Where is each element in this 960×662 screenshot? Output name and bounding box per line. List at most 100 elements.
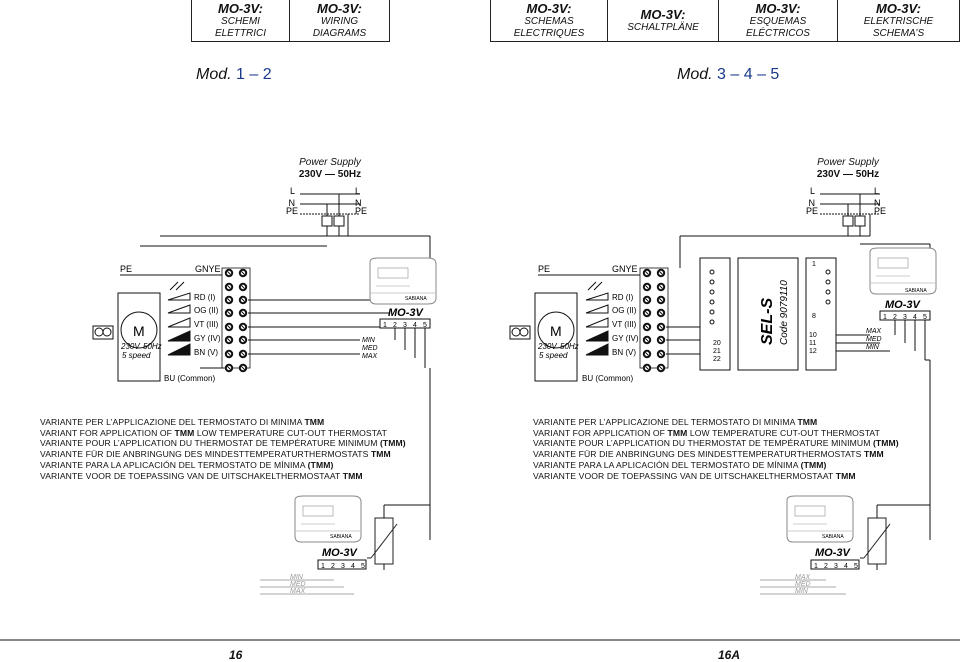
svg-text:MIN: MIN [362, 337, 376, 344]
svg-text:MAX: MAX [795, 574, 811, 581]
svg-text:4: 4 [413, 322, 417, 329]
svg-text:GNYE: GNYE [612, 264, 638, 274]
sels-module: 20 21 22 SEL-S Code 9079110 1 8 10 11 12 [699, 257, 890, 371]
right-variant-unit: SABIANA MO-3V 1 2 3 4 5 MAX MED MIN [760, 495, 930, 595]
svg-text:1: 1 [321, 563, 325, 570]
svg-text:GY (IV): GY (IV) [612, 334, 639, 343]
svg-text:SABIANA: SABIANA [405, 296, 427, 302]
svg-text:L: L [874, 186, 879, 196]
svg-text:PE: PE [286, 206, 298, 216]
svg-text:Code 9079110: Code 9079110 [779, 280, 790, 345]
page-number-left: 16 [229, 648, 243, 662]
left-variant-unit: SABIANA MO-3V 1 2 3 4 5 MIN MED MAX [260, 495, 430, 595]
svg-text:MO-3V: MO-3V [815, 547, 852, 559]
svg-text:5: 5 [361, 563, 365, 570]
svg-text:N: N [874, 198, 881, 208]
svg-text:SABIANA: SABIANA [330, 534, 352, 540]
svg-text:4: 4 [351, 563, 355, 570]
svg-text:1: 1 [812, 261, 816, 268]
svg-text:MAX: MAX [290, 588, 306, 595]
svg-text:MIN: MIN [866, 344, 880, 351]
svg-text:MO-3V: MO-3V [388, 307, 425, 319]
svg-text:GY (IV): GY (IV) [194, 334, 221, 343]
svg-text:3: 3 [903, 314, 907, 321]
svg-text:N: N [355, 198, 362, 208]
svg-text:230V: 230V [120, 342, 140, 351]
svg-text:MIN: MIN [795, 588, 809, 595]
svg-text:8: 8 [812, 313, 816, 320]
svg-text:MAX: MAX [866, 328, 882, 335]
svg-text:2: 2 [393, 322, 397, 329]
svg-text:50Hz: 50Hz [143, 342, 162, 351]
svg-text:10: 10 [809, 332, 817, 339]
svg-text:5: 5 [423, 322, 427, 329]
svg-text:MIN: MIN [290, 574, 304, 581]
svg-text:3: 3 [834, 563, 838, 570]
model-label-right: Mod. 3 – 4 – 5 [677, 66, 780, 83]
svg-text:L: L [810, 186, 815, 196]
svg-text:3: 3 [403, 322, 407, 329]
svg-text:BU (Common): BU (Common) [164, 374, 215, 383]
svg-text:PE: PE [355, 206, 367, 216]
svg-text:MED: MED [795, 581, 811, 588]
svg-text:21: 21 [713, 348, 721, 355]
page-number-right: 16A [718, 648, 741, 662]
svg-text:RD (I): RD (I) [612, 293, 634, 302]
svg-text:RD (I): RD (I) [194, 293, 216, 302]
svg-text:BU (Common): BU (Common) [582, 374, 633, 383]
svg-text:1: 1 [883, 314, 887, 321]
svg-text:12: 12 [809, 348, 817, 355]
svg-text:OG (II): OG (II) [612, 306, 637, 315]
svg-text:50Hz: 50Hz [560, 342, 579, 351]
svg-text:SABIANA: SABIANA [905, 288, 927, 294]
left-motor-wires: RD (I) OG (II) VT (III) GY (IV) BN (V) [167, 281, 221, 357]
svg-text:1: 1 [814, 563, 818, 570]
svg-text:MO-3V: MO-3V [885, 299, 922, 311]
svg-text:PE: PE [806, 206, 818, 216]
svg-text:L: L [355, 186, 360, 196]
left-control-unit: SABIANA MO-3V 1 2 3 4 5 MIN MED MAX [362, 257, 437, 540]
svg-text:20: 20 [713, 340, 721, 347]
svg-text:11: 11 [809, 340, 816, 347]
svg-text:5: 5 [854, 563, 858, 570]
variant-text-left: VARIANTE PER L’APPLICAZIONE DEL TERMOSTA… [40, 417, 406, 481]
svg-text:GNYE: GNYE [195, 264, 221, 274]
svg-text:VT (III): VT (III) [612, 320, 637, 329]
svg-text:4: 4 [844, 563, 848, 570]
svg-text:PE: PE [874, 206, 886, 216]
svg-text:BN (V): BN (V) [612, 348, 636, 357]
right-motor: PE GNYE M 230V 50Hz 5 speed BU (Common) … [509, 264, 648, 383]
svg-text:M: M [133, 323, 145, 339]
svg-text:MED: MED [866, 336, 882, 343]
svg-text:2: 2 [331, 563, 335, 570]
svg-text:MED: MED [290, 581, 306, 588]
model-label-left: Mod. 1 – 2 [196, 66, 272, 83]
svg-text:OG (II): OG (II) [194, 306, 219, 315]
svg-text:VT (III): VT (III) [194, 320, 219, 329]
svg-text:5: 5 [923, 314, 927, 321]
left-terminal-block [200, 267, 400, 373]
svg-text:1: 1 [383, 322, 387, 329]
svg-text:5 speed: 5 speed [539, 351, 568, 360]
svg-text:MED: MED [362, 345, 378, 352]
svg-text:N: N [289, 198, 296, 208]
label-L-left: L [290, 186, 295, 196]
left-motor: PE GNYE M 230V 50Hz 5 speed BU (Common) [92, 264, 230, 383]
svg-text:N: N [809, 198, 816, 208]
svg-text:2: 2 [893, 314, 897, 321]
svg-text:3: 3 [341, 563, 345, 570]
svg-text:5 speed: 5 speed [122, 351, 151, 360]
svg-text:4: 4 [913, 314, 917, 321]
right-supply-lines: L N PE L N PE [679, 186, 931, 268]
svg-text:M: M [550, 323, 562, 339]
svg-text:PE: PE [538, 264, 550, 274]
svg-text:MO-3V: MO-3V [322, 547, 359, 559]
left-supply-lines: L N PE L N PE [140, 186, 431, 258]
svg-text:MAX: MAX [362, 353, 378, 360]
svg-text:BN (V): BN (V) [194, 348, 218, 357]
